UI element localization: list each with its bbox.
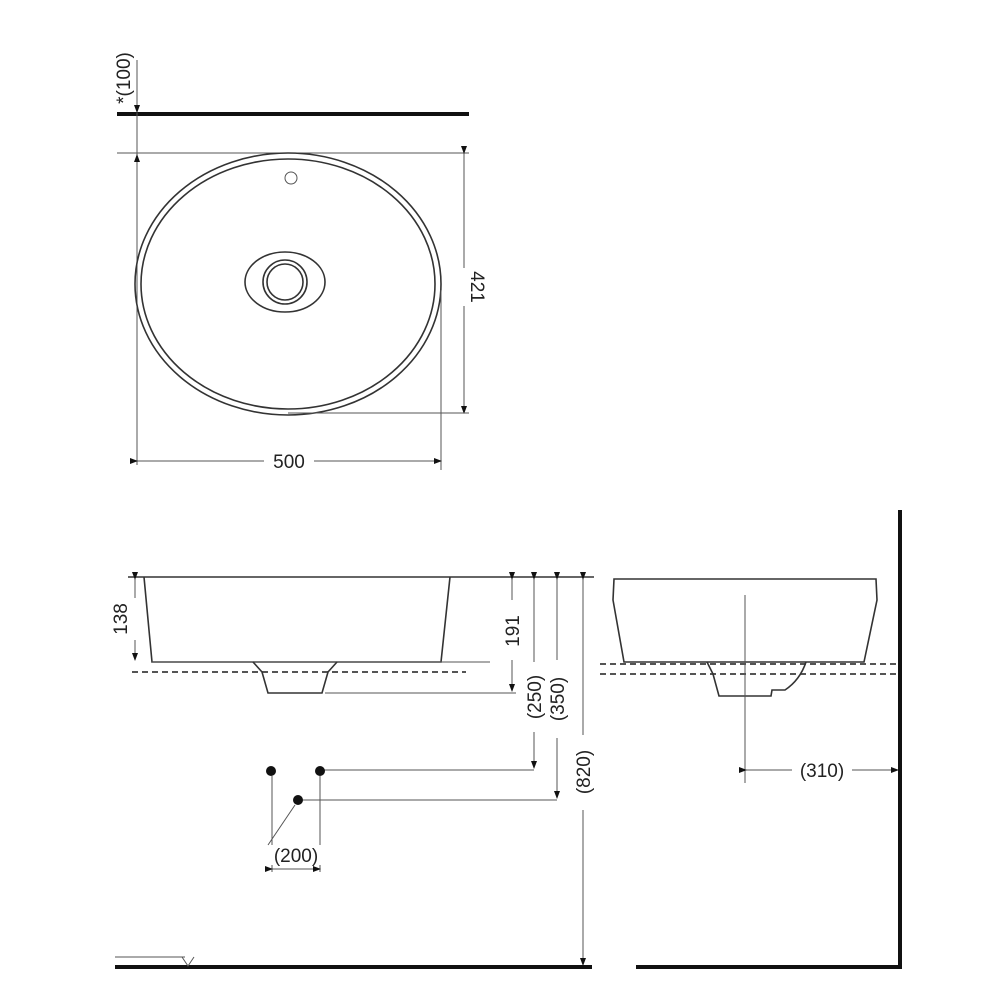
basin-profile [143, 576, 451, 663]
bowl-height-label: 138 [111, 603, 132, 635]
waste-point [293, 795, 303, 805]
supply-spacing-label: (200) [274, 846, 318, 867]
drain-icon [244, 251, 326, 313]
clearance-label: *(100) [114, 52, 135, 104]
supply-point-hot [266, 766, 276, 776]
overflow-hole [284, 171, 298, 185]
side-drain-outlet [706, 661, 807, 697]
drain-outlet [252, 661, 338, 694]
lower-supply-label: (350) [548, 677, 569, 721]
basin-outline [134, 152, 442, 416]
side-view [600, 510, 902, 969]
top-view [117, 60, 476, 472]
supply-point-cold [315, 766, 325, 776]
basin-side-profile [612, 578, 878, 663]
floor-height-label: (820) [574, 750, 595, 794]
drain-depth-label: 191 [503, 615, 524, 647]
upper-supply-label: (250) [525, 675, 546, 719]
depth-label: 421 [466, 271, 487, 303]
width-label: 500 [273, 452, 305, 473]
wall-distance-label: (310) [800, 761, 844, 782]
front-view [115, 572, 594, 969]
